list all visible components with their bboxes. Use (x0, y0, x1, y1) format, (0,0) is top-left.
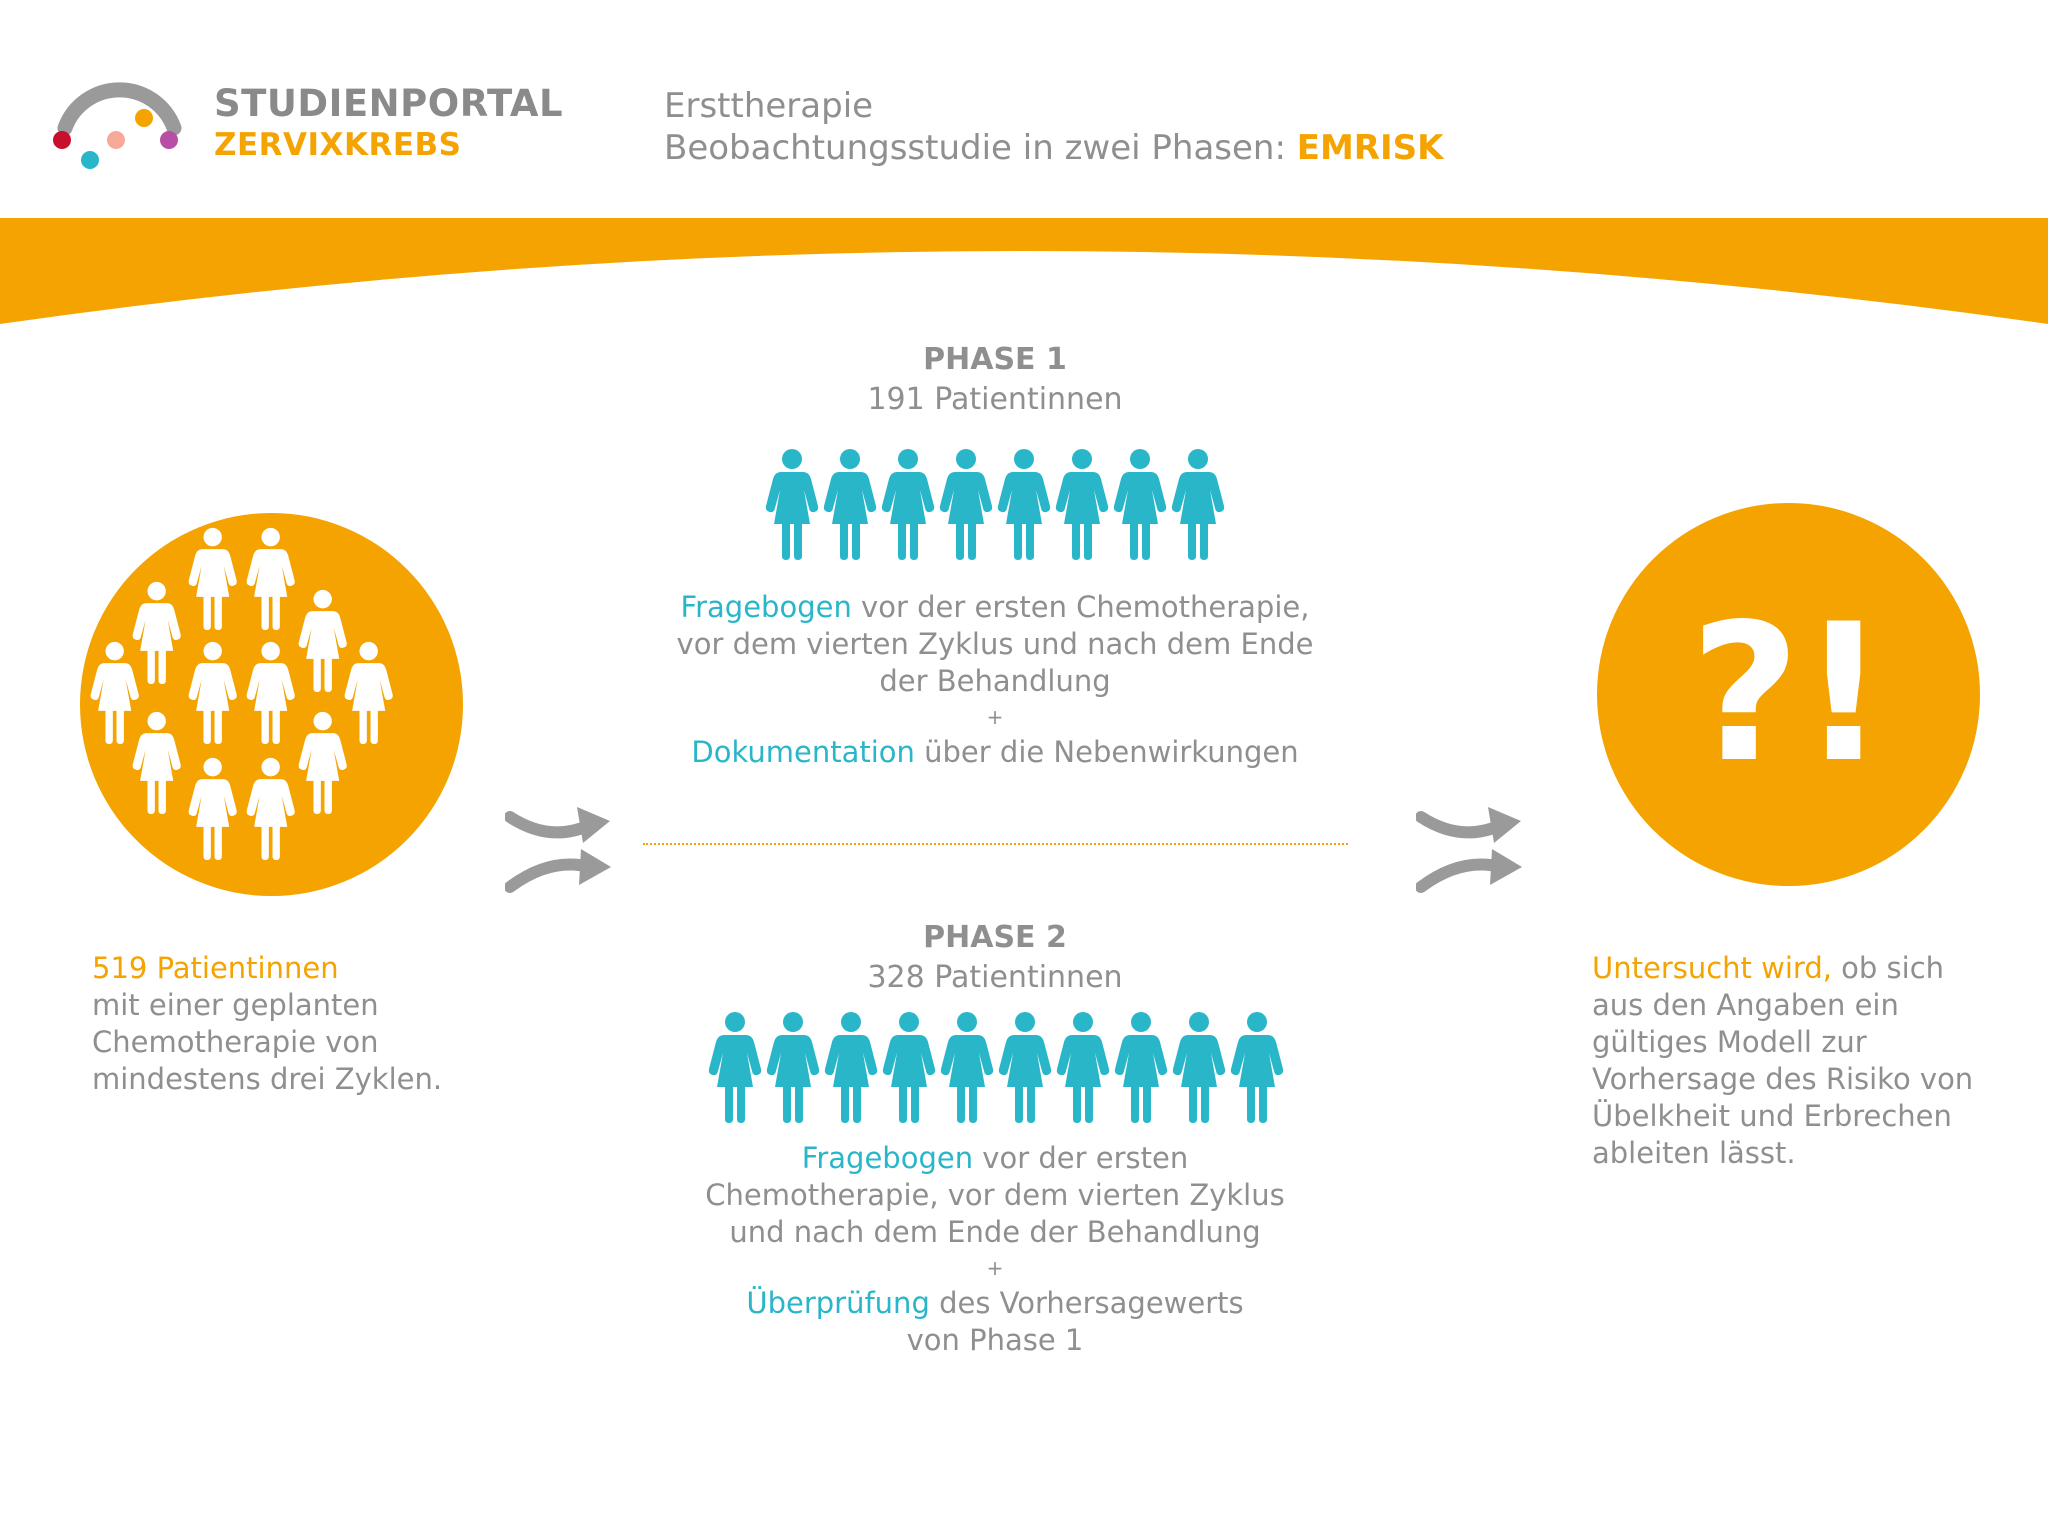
phase1-line-1: Fragebogen vor der ersten Chemotherapie, (610, 589, 1380, 626)
participants-circle (80, 513, 463, 896)
phase2-keyword-questionnaire: Fragebogen (801, 1141, 974, 1175)
header-title-line2: Beobachtungsstudie in zwei Phasen: EMRIS… (664, 128, 1443, 168)
result-line-6: ableiten lässt. (1592, 1136, 1796, 1170)
header-title-prefix: Beobachtungsstudie in zwei Phasen: (664, 128, 1297, 168)
phase1-woman-icon (1171, 449, 1225, 560)
phase-divider (643, 843, 1348, 845)
phase2-count: 328 Patientinnen (867, 960, 1123, 995)
group-woman-icon (132, 581, 181, 685)
group-woman-icon (188, 757, 237, 861)
phase1-woman-icon (1113, 449, 1167, 560)
phase1-woman-icon (939, 449, 993, 560)
brand-name-line1: STUDIENPORTAL (214, 82, 564, 125)
participants-count: 519 Patientinnen (92, 951, 339, 985)
phase2-line-3: und nach dem Ende der Behandlung (729, 1215, 1261, 1249)
phase2-line-6: von Phase 1 (906, 1323, 1084, 1357)
group-woman-icon (246, 641, 295, 745)
participants-line-3: mindestens drei Zyklen. (92, 1062, 443, 1096)
group-woman-icon (132, 711, 181, 815)
phase1-women-row (763, 448, 1227, 560)
header-title-line1: Ersttherapie (664, 86, 874, 126)
phase1-woman-icon (881, 449, 935, 560)
result-circle: ?! (1597, 503, 1980, 886)
phase2-woman-icon (998, 1012, 1052, 1123)
phase1-description: Fragebogen vor der ersten Chemotherapie,… (610, 589, 1380, 771)
phase2-woman-icon (882, 1012, 936, 1123)
group-woman-icon (246, 527, 295, 631)
brand-name-line2: ZERVIXKREBS (214, 127, 462, 163)
women-group-icon (90, 527, 393, 861)
group-woman-icon (246, 757, 295, 861)
brand-logo-icon (53, 82, 182, 169)
participants-line-2: Chemotherapie von (92, 1025, 379, 1059)
result-line-1: Untersucht wird, ob sich (1592, 950, 1973, 987)
phase2-title: PHASE 2 (923, 920, 1067, 955)
phase1-woman-icon (765, 449, 819, 560)
phase2-woman-icon (1172, 1012, 1226, 1123)
phase2-line-5-text: des Vorhersagewerts (929, 1286, 1244, 1320)
orange-header-band (0, 218, 2048, 324)
arrow-right-icon (505, 807, 611, 893)
phase2-line-5: Überprüfung des Vorhersagewerts (610, 1285, 1380, 1322)
phase2-line-2: Chemotherapie, vor dem vierten Zyklus (705, 1178, 1285, 1212)
phase1-line-2: vor dem vierten Zyklus und nach dem Ende (676, 627, 1314, 661)
phase1-title: PHASE 1 (923, 342, 1067, 377)
group-woman-icon (188, 641, 237, 745)
result-line-5: Übelkheit und Erbrechen (1592, 1099, 1952, 1133)
phase2-woman-icon (1056, 1012, 1110, 1123)
phase2-woman-icon (824, 1012, 878, 1123)
phase1-line-1-text: vor der ersten Chemotherapie, (851, 590, 1310, 624)
phase2-line-1-text: vor der ersten (973, 1141, 1189, 1175)
phase2-woman-icon (766, 1012, 820, 1123)
phase2-line-1: Fragebogen vor der ersten (610, 1140, 1380, 1177)
phase2-woman-icon (708, 1012, 762, 1123)
group-woman-icon (344, 641, 393, 745)
phase1-line-5-text: über die Nebenwirkungen (914, 735, 1299, 769)
group-woman-icon (188, 527, 237, 631)
group-woman-icon (90, 641, 139, 745)
phase1-keyword-questionnaire: Fragebogen (680, 590, 852, 624)
phase2-woman-icon (1230, 1012, 1284, 1123)
result-line-2: aus den Angaben ein (1592, 988, 1899, 1022)
phase1-plus: + (986, 705, 1004, 729)
result-line-4: Vorhersage des Risiko von (1592, 1062, 1974, 1096)
phase2-description: Fragebogen vor der ersten Chemotherapie,… (610, 1140, 1380, 1359)
phase2-plus: + (986, 1256, 1004, 1280)
phase1-woman-icon (823, 449, 877, 560)
result-line-3: gültiges Modell zur (1592, 1025, 1867, 1059)
phase1-count: 191 Patientinnen (867, 382, 1123, 417)
arrow-right-icon (1416, 807, 1522, 893)
group-woman-icon (298, 711, 347, 815)
header-study-name: EMRISK (1296, 128, 1444, 168)
result-text: Untersucht wird, ob sich aus den Angaben… (1592, 950, 1973, 1172)
question-exclamation-icon: ?! (1690, 583, 1887, 804)
phase1-woman-icon (1055, 449, 1109, 560)
phase2-keyword-review: Überprüfung (746, 1286, 930, 1320)
phase1-line-5: Dokumentation über die Nebenwirkungen (610, 734, 1380, 771)
phase1-woman-icon (997, 449, 1051, 560)
phase2-women-row (706, 1011, 1286, 1123)
phase2-woman-icon (940, 1012, 994, 1123)
group-woman-icon (298, 589, 347, 693)
phase2-woman-icon (1114, 1012, 1168, 1123)
participants-text: 519 Patientinnen mit einer geplanten Che… (92, 950, 442, 1098)
result-line-1-text: ob sich (1831, 951, 1945, 985)
phase1-keyword-documentation: Dokumentation (691, 735, 915, 769)
phase1-line-3: der Behandlung (879, 664, 1111, 698)
result-highlight: Untersucht wird, (1592, 951, 1832, 985)
participants-line-1: mit einer geplanten (92, 988, 379, 1022)
